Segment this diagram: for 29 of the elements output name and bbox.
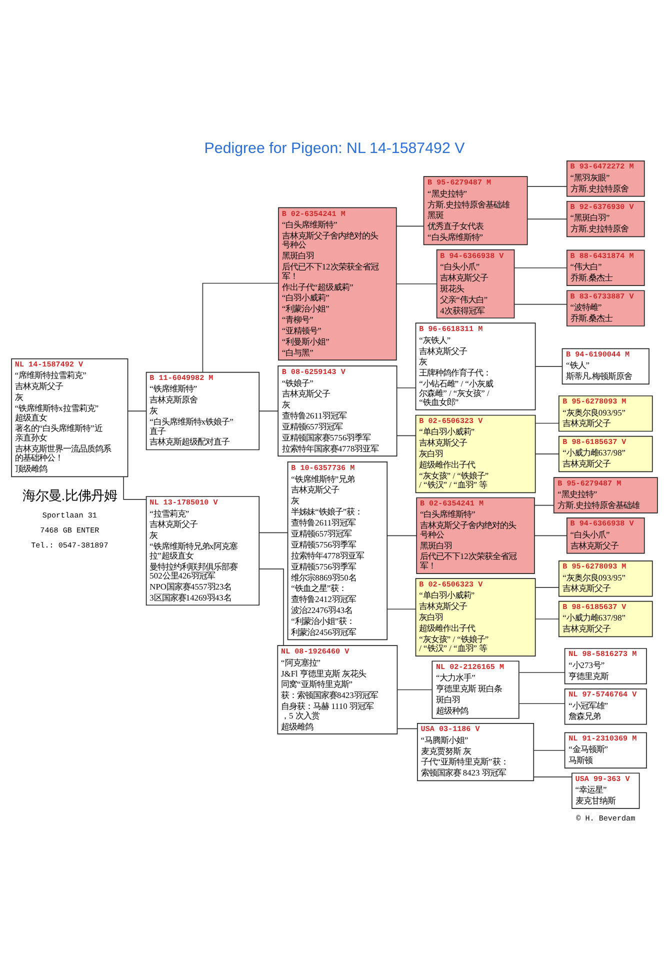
connector xyxy=(518,702,566,704)
connector xyxy=(535,422,560,424)
connector xyxy=(258,568,284,646)
connector xyxy=(386,534,417,536)
connector xyxy=(128,410,147,411)
connector xyxy=(514,303,568,304)
connector xyxy=(397,688,432,690)
connector xyxy=(396,225,424,226)
connector xyxy=(533,749,566,750)
connector xyxy=(259,532,288,533)
connector xyxy=(386,608,416,610)
connector xyxy=(533,776,572,777)
connector xyxy=(535,453,560,454)
connector xyxy=(396,282,438,284)
connector xyxy=(202,282,279,372)
connector xyxy=(535,365,563,366)
connector xyxy=(514,266,568,268)
connector xyxy=(123,476,147,500)
diagram-title: Pedigree for Pigeon: NL 14-1587492 V xyxy=(204,139,465,156)
connector xyxy=(535,586,560,588)
connector xyxy=(259,410,278,411)
label: 海尔曼.比佛丹姆 xyxy=(22,488,117,503)
connector xyxy=(534,504,554,506)
connector xyxy=(534,534,568,536)
connector xyxy=(396,386,416,388)
connector xyxy=(396,434,416,436)
connector xyxy=(526,218,568,219)
connector xyxy=(535,618,560,619)
connector xyxy=(397,728,418,729)
